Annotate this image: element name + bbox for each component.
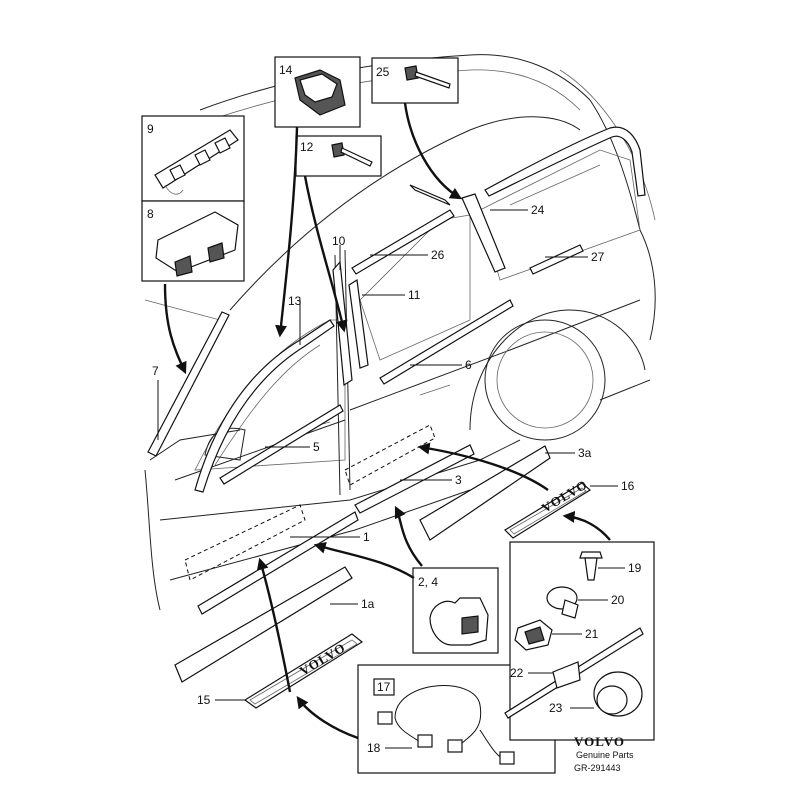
mouldings: [147, 126, 646, 683]
part-3a-cladding: [419, 445, 551, 541]
callout-3a: 3a: [578, 446, 592, 460]
callout-18: 18: [367, 741, 381, 755]
callout-16: 16: [621, 479, 635, 493]
callout-5: 5: [313, 440, 320, 454]
callout-8: 8: [147, 207, 154, 221]
callout-3: 3: [455, 473, 462, 487]
callout-25: 25: [376, 65, 390, 79]
callout-6: 6: [465, 358, 472, 372]
detail-box-12: [295, 135, 382, 177]
part-27-moulding: [529, 244, 584, 275]
detail-box-9: [141, 115, 245, 202]
callout-22: 22: [510, 666, 524, 680]
part-1-moulding: [197, 511, 359, 615]
part-16-sill-plate: VOLVO: [504, 476, 592, 539]
part-3-moulding: [354, 444, 475, 514]
callout-27: 27: [591, 250, 605, 264]
callout-7: 7: [152, 364, 159, 378]
pointer-arrows: [163, 102, 611, 740]
callout-15: 15: [197, 693, 211, 707]
footer-brand-logo: VOLVO: [574, 734, 625, 749]
callout-1: 1: [363, 530, 370, 544]
callout-11: 11: [408, 288, 421, 302]
callout-9: 9: [147, 122, 154, 136]
callout-19: 19: [628, 561, 642, 575]
callout-26: 26: [431, 248, 445, 262]
callout-13: 13: [288, 294, 302, 308]
callout-1a: 1a: [361, 597, 375, 611]
part-26-moulding: [351, 209, 455, 275]
callout-10: 10: [332, 234, 346, 248]
sill-plate-text-rear: VOLVO: [539, 476, 590, 515]
part-7-moulding: [147, 311, 230, 457]
callout-14: 14: [279, 63, 293, 77]
footer-subtitle: Genuine Parts: [576, 750, 634, 760]
footer-code: GR-291443: [574, 763, 621, 773]
callout-23: 23: [549, 701, 563, 715]
part-5-moulding: [219, 404, 344, 485]
footer-brand: VOLVO Genuine Parts GR-291443: [574, 734, 634, 773]
callout-21: 21: [585, 627, 599, 641]
callout-20: 20: [611, 593, 625, 607]
callout-labels: 7 9 8 14 25 12 13 10 11 26 24 27 6 5 3 3…: [147, 63, 642, 755]
callout-12: 12: [300, 140, 314, 154]
detail-box-8: [141, 200, 245, 282]
leader-lines: [157, 209, 625, 749]
callout-24: 24: [531, 203, 545, 217]
part-6-moulding: [379, 299, 514, 385]
part-15-sill-plate: VOLVO: [243, 633, 364, 709]
detail-box-19-23: [504, 541, 655, 741]
part-24-roof-moulding: [484, 126, 646, 197]
detail-box-2-4: [412, 567, 499, 654]
part-11-trim: [348, 278, 369, 369]
sill-plate-text-front: VOLVO: [297, 639, 348, 678]
callout-2-4: 2, 4: [418, 575, 438, 589]
callout-17: 17: [377, 680, 391, 694]
part-24-trim: [461, 193, 506, 273]
part-13-moulding: [194, 319, 335, 493]
detail-box-14: [274, 56, 361, 128]
part-1a-cladding: [174, 566, 353, 683]
detail-box-25: [371, 57, 459, 104]
